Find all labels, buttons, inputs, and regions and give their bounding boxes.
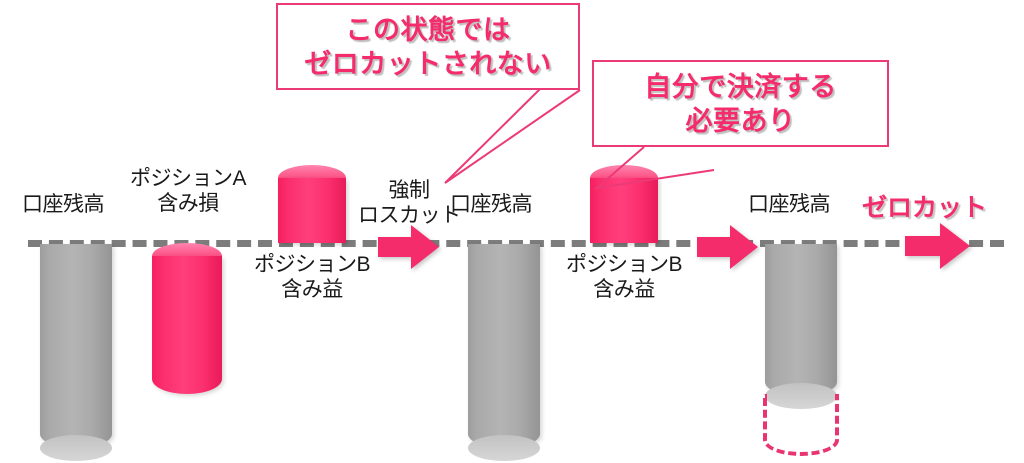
cylinder-body <box>40 244 112 448</box>
arrow-3-icon <box>905 223 970 269</box>
label-position-b-2: ポジションB 含み益 <box>565 253 683 301</box>
label-balance-2: 口座残高 <box>450 193 533 216</box>
callout-text: この状態では ゼロカットされない <box>304 14 552 79</box>
callout-no-zerocut: この状態では ゼロカットされない <box>276 3 580 90</box>
cylinder-body <box>468 244 540 448</box>
cylinder-position-b-1 <box>278 165 346 243</box>
label-position-b-1: ポジションB 含み益 <box>253 253 371 301</box>
zero-baseline <box>28 240 1004 247</box>
arrow-1-icon <box>378 225 439 269</box>
cylinder-bottom-cap <box>40 435 112 461</box>
cylinder-position-a <box>152 243 222 394</box>
cylinder-bottom-cap <box>468 435 540 461</box>
label-forced-losscut: 強制 ロスカット <box>358 179 461 227</box>
callout-no-zerocut-tail <box>444 88 581 184</box>
label-balance-1: 口座残高 <box>22 193 105 216</box>
cylinder-body <box>152 256 222 394</box>
label-balance-3: 口座残高 <box>748 193 831 216</box>
cylinder-body <box>590 178 658 243</box>
callout-self-settle: 自分で決済する 必要あり <box>592 60 889 147</box>
cylinder-position-b-2 <box>590 165 658 243</box>
cylinder-body <box>765 244 837 396</box>
callout-text: 自分で決済する 必要あり <box>644 71 837 136</box>
label-position-a: ポジションA 含み損 <box>129 167 247 215</box>
arrow-2-icon <box>697 225 758 269</box>
cylinder-zerocut-ghost <box>763 394 839 456</box>
cylinder-body <box>278 178 346 243</box>
cylinder-balance-2 <box>468 244 540 461</box>
label-zerocut: ゼロカット <box>862 194 988 222</box>
cylinder-balance-3 <box>765 244 837 409</box>
cylinder-balance-1 <box>40 244 112 461</box>
